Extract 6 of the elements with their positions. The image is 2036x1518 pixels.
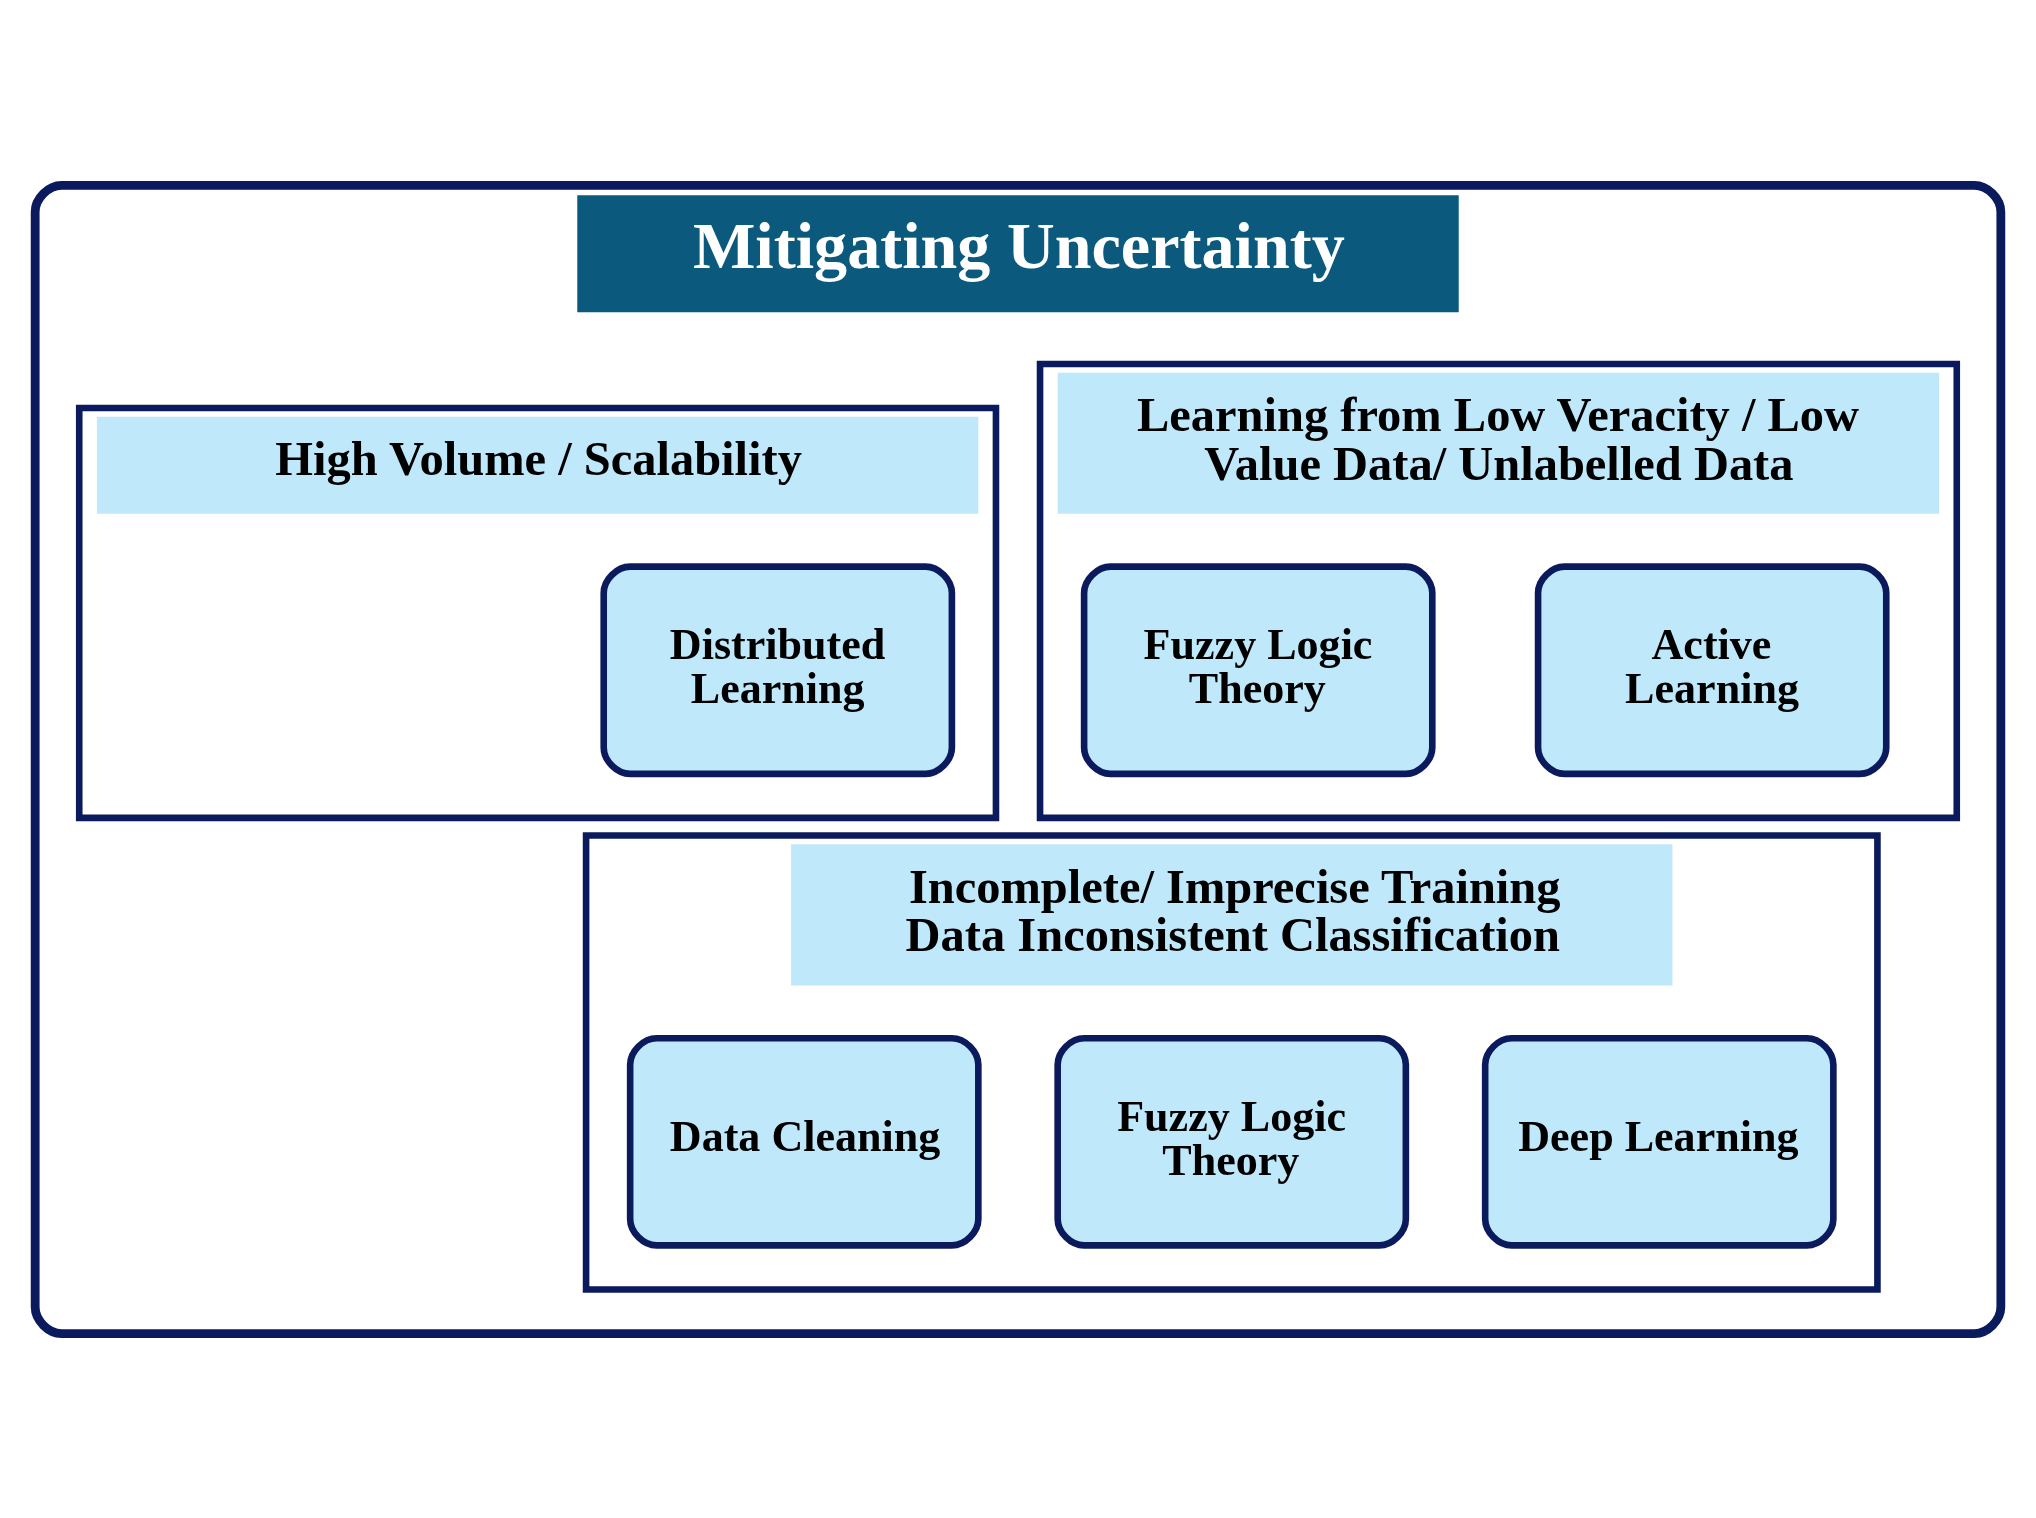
node-box: Fuzzy Logic Theory <box>1080 562 1436 777</box>
node-box: Distributed Learning <box>600 562 956 777</box>
node-box: Active Learning <box>1534 562 1890 777</box>
node-box: Data Cleaning <box>626 1034 982 1249</box>
node-box: Deep Learning <box>1481 1034 1837 1249</box>
node-box: Fuzzy Logic Theory <box>1054 1034 1410 1249</box>
